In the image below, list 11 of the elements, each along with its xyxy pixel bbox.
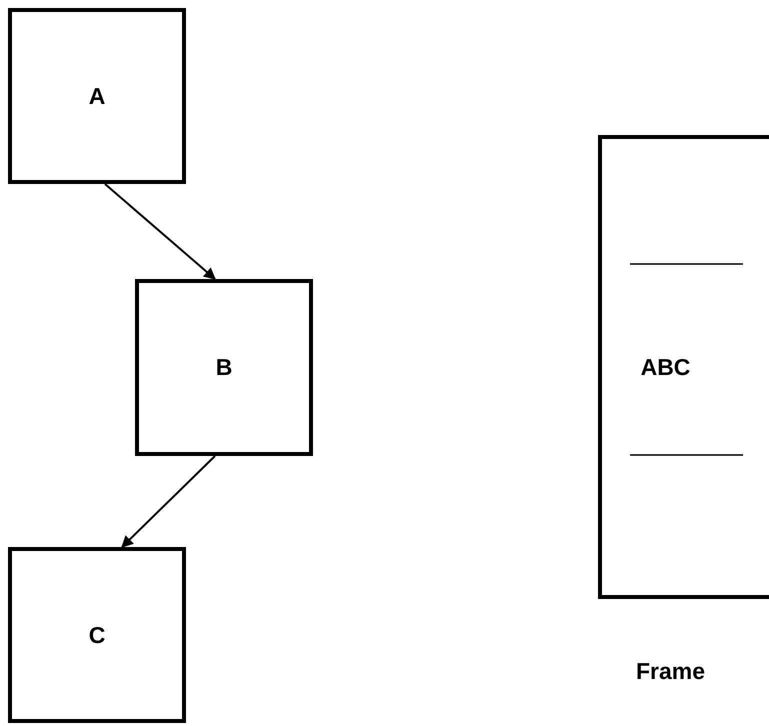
process-box [8,547,186,723]
arrow [121,455,216,548]
node-label: C [88,620,106,650]
frame-box [598,135,769,599]
frame-caption: Frame [636,657,706,686]
node-label: ABC [640,352,690,382]
node-label: A [88,82,106,111]
process-box [135,279,313,456]
arrow [104,183,216,280]
process-box [8,8,186,184]
node-label: B [216,353,232,382]
